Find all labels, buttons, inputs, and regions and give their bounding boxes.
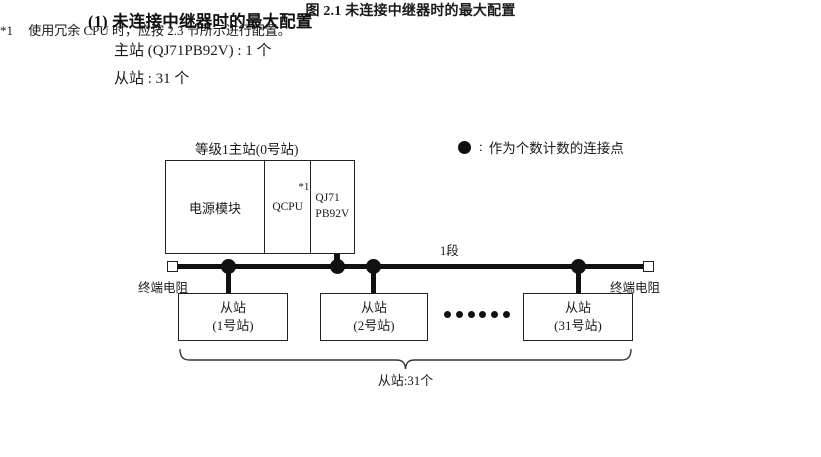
slave-ellipsis-icon bbox=[444, 311, 510, 318]
footnote-text: 使用冗余 CPU 时，应按 2.3 节所示进行配置。 bbox=[28, 23, 291, 38]
drop-line-slave-31 bbox=[576, 268, 581, 294]
spec-line-slave: 从站 : 31 个 bbox=[114, 71, 190, 87]
master-rack: 电源模块 QCPU *1 QJ71 PB92V bbox=[165, 160, 355, 254]
ellipsis-dot bbox=[455, 311, 463, 318]
terminal-resistor-right-icon bbox=[643, 261, 654, 272]
terminal-resistor-left-icon bbox=[167, 261, 178, 272]
slave-1-station: (1号站) bbox=[212, 318, 254, 333]
page-title: (1) 未连接中继器时的最大配置 bbox=[88, 8, 313, 32]
slave-station-box-1: 从站 (1号站) bbox=[178, 293, 288, 341]
section-number: (1) bbox=[88, 12, 108, 31]
section-title: 未连接中继器时的最大配置 bbox=[112, 12, 313, 31]
slave-2-name: 从站 bbox=[360, 300, 387, 316]
slave-station-box-31: 从站 (31号站) bbox=[523, 293, 633, 341]
terminal-resistor-right-label: 终端电阻 bbox=[610, 281, 661, 295]
spec-line-master: 主站 (QJ71PB92V) : 1 个 bbox=[114, 43, 272, 59]
connection-node-icon-slave-1 bbox=[221, 259, 236, 274]
slave-count-brace bbox=[179, 348, 632, 370]
ellipsis-dot bbox=[467, 311, 475, 318]
qcpu-label: QCPU bbox=[272, 201, 304, 213]
footnote: *1 使用冗余 CPU 时，应按 2.3 节所示进行配置。 bbox=[0, 20, 821, 39]
ellipsis-dot bbox=[479, 311, 487, 318]
legend-text: 作为个数计数的连接点 bbox=[488, 141, 624, 156]
connection-node-icon-slave-31 bbox=[571, 259, 586, 274]
slave-count-label: 从站:31个 bbox=[377, 373, 434, 388]
ellipsis-dot bbox=[502, 311, 510, 318]
legend: : 作为个数计数的连接点 bbox=[458, 137, 624, 157]
footnote-marker: *1 bbox=[0, 23, 13, 38]
drop-line-slave-2 bbox=[371, 268, 376, 294]
legend-filled-circle-icon bbox=[458, 140, 471, 154]
slave-1-name: 从站 bbox=[219, 300, 246, 316]
rack-cell-qcpu: QCPU *1 bbox=[265, 161, 312, 253]
terminal-resistor-left-label: 终端电阻 bbox=[138, 281, 189, 295]
heading-block: (1) 未连接中继器时的最大配置 主站 (QJ71PB92V) : 1 个 从站… bbox=[88, 8, 313, 88]
slave-station-box-2: 从站 (2号站) bbox=[320, 293, 428, 341]
rack-cell-power-module: 电源模块 bbox=[166, 161, 265, 253]
bus-trunk-line bbox=[176, 264, 646, 269]
rack-cell-qj71-pb92v: QJ71 PB92V bbox=[311, 161, 354, 253]
qj71-module-label: QJ71 PB92V bbox=[315, 191, 349, 222]
qcpu-footnote-marker: *1 bbox=[298, 181, 310, 193]
ellipsis-dot bbox=[444, 311, 451, 318]
slave-31-name: 从站 bbox=[564, 300, 591, 316]
legend-separator: : bbox=[479, 139, 483, 154]
slave-2-station: (2号站) bbox=[353, 318, 395, 333]
qj71-line2: PB92V bbox=[315, 208, 350, 220]
segment-label: 1段 bbox=[440, 244, 459, 258]
ellipsis-dot bbox=[491, 311, 499, 318]
power-module-label: 电源模块 bbox=[188, 200, 241, 216]
connection-node-icon-master bbox=[330, 259, 345, 274]
qj71-line1: QJ71 bbox=[315, 192, 340, 205]
figure-caption: 图 2.1 未连接中继器时的最大配置 bbox=[305, 4, 516, 19]
connection-node-icon-slave-2 bbox=[366, 259, 381, 274]
master-station-label: 等级1主站(0号站) bbox=[195, 142, 299, 157]
slave-31-station: (31号站) bbox=[554, 318, 602, 333]
drop-line-slave-1 bbox=[226, 268, 231, 294]
